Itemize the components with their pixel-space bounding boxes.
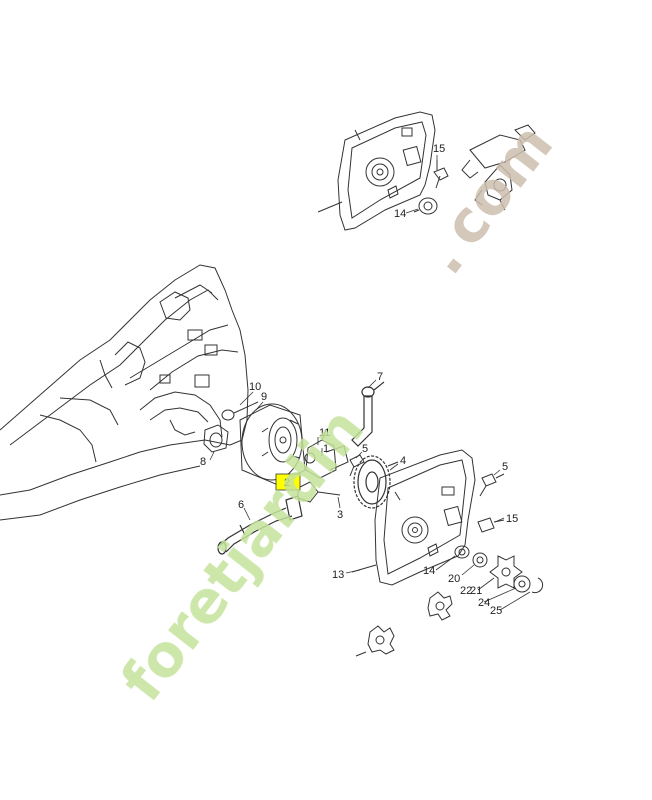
washer-9: [221, 401, 259, 421]
label-20: 20: [448, 573, 460, 585]
hose-6: [217, 495, 303, 555]
watermark-suffix: com: [429, 111, 565, 259]
top-side-plate: [317, 111, 436, 231]
label-14a: 14: [394, 208, 406, 220]
label-5b: 5: [502, 461, 508, 473]
sprocket-gear-4: [353, 455, 399, 509]
screw-5-mid: [349, 454, 365, 477]
label-9: 9: [261, 391, 267, 403]
highlight-label: 2: [284, 477, 290, 489]
watermark: foretjardin . com: [107, 111, 565, 714]
label-10: 10: [249, 381, 261, 393]
flywheel-drum: [239, 403, 306, 486]
label-13: 13: [332, 569, 344, 581]
label-3: 3: [337, 509, 343, 521]
gear-housing-11: [304, 429, 349, 479]
top-bushing-14: [413, 197, 438, 215]
rim-sprocket: [355, 625, 395, 657]
label-7: 7: [377, 371, 383, 383]
highlight-box: [275, 473, 301, 491]
label-21: 21: [470, 585, 482, 597]
label-22: 22: [460, 585, 472, 597]
label-25: 25: [490, 605, 502, 617]
label-15b: 15: [506, 513, 518, 525]
label-24: 24: [478, 597, 490, 609]
washer-24: [513, 575, 531, 593]
label-15a: 15: [433, 143, 445, 155]
star-sprocket-21: [489, 555, 523, 589]
label-5a: 5: [362, 443, 368, 455]
label-8: 8: [200, 456, 206, 468]
label-6: 6: [238, 499, 244, 511]
sprocket-22: [427, 591, 453, 621]
label-11: 11: [319, 427, 330, 439]
bushing-14-lower: [454, 545, 470, 559]
leader-lines: [209, 155, 531, 611]
top-bolt-15: [433, 160, 449, 189]
saw-housing: [0, 264, 249, 521]
screw-5-right: [479, 473, 505, 497]
bottom-side-plate: [351, 449, 476, 586]
pinion-8: [203, 424, 229, 453]
clip-25: [531, 577, 544, 594]
label-4: 4: [400, 455, 406, 467]
washer-20: [472, 552, 488, 568]
crank-lever-7: [351, 381, 385, 447]
label-1: 1: [323, 443, 329, 455]
label-14b: 14: [423, 565, 435, 577]
part-labels: 15 14 10 9 7 11 1 5 4 5 8 6 3 15 13 14 2…: [200, 143, 518, 617]
top-lever-assembly: [461, 124, 536, 211]
